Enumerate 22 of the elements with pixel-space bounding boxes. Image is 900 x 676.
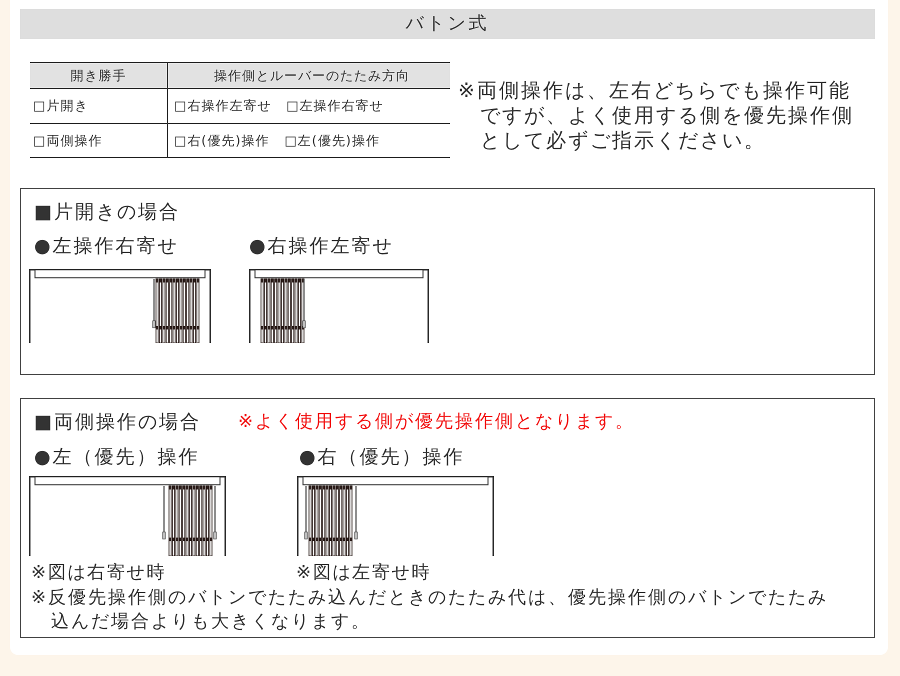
figure-caption: ※図は左寄せ時 [296,562,431,584]
note-text: ※両側操作は、左右どちらでも操作可能ですが、よく使用する側を優先操作側として必ずご指示ください。 [458,78,855,153]
option-label: □左(優先)操作 [284,134,380,148]
table-cell: □片開き [30,88,168,124]
figure-caption: ※図は右寄せ時 [31,562,166,584]
section-panel [20,188,875,375]
section-panel [20,398,875,638]
title-banner: バトン式 [20,9,875,39]
option-heading: ●左（優先）操作 [34,446,200,469]
option-heading: ●右（優先）操作 [299,446,465,469]
option-label: □右(優先)操作 [174,134,270,148]
option-label: □右操作左寄せ [174,99,272,114]
section-heading: ■片開きの場合 [34,201,180,224]
column-header: 開き勝手 [30,62,168,88]
section-heading: ■両側操作の場合 [34,411,201,434]
warning-note: ※よく使用する側が優先操作側となります。 [238,411,636,433]
column-header: 操作側とルーバーのたたみ方向 [168,62,450,88]
note-text: ※反優先操作側のバトンでたたみ込んだときのたたみ代は、優先操作側のバトンでたたみ込んだ場合よりも大きくなります。 [31,586,830,634]
option-heading: ●左操作右寄せ [34,235,179,258]
table-cell: □両側操作 [30,124,168,158]
option-heading: ●右操作左寄せ [249,235,394,258]
option-label: □左操作右寄せ [286,99,384,114]
